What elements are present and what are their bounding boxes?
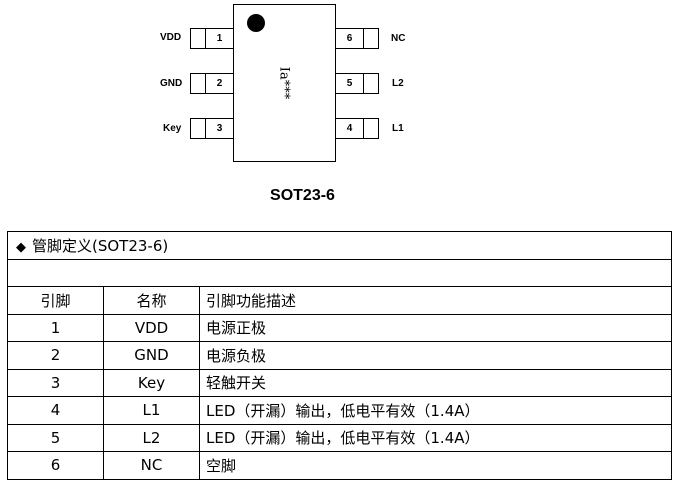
pin-definition-table: ◆ 管脚定义(SOT23-6) 引脚 名称 引脚功能描述 1 VDD 电源正极 2… — [7, 231, 672, 480]
cell-desc: 轻触开关 — [199, 368, 672, 397]
cell-pin: 6 — [7, 451, 104, 480]
pin-number: 5 — [346, 78, 353, 89]
table-row: 4 L1 LED（开漏）输出，低电平有效（1.4A） — [7, 396, 672, 425]
pin-label-l2: L2 — [392, 78, 404, 89]
pin-number: 6 — [346, 33, 353, 44]
blank-cell — [7, 258, 672, 287]
pin1-indicator-dot — [247, 14, 265, 32]
pin-5: 5 — [335, 73, 379, 94]
pin-number: 3 — [216, 123, 223, 134]
cell-pin: 1 — [7, 313, 104, 342]
cell-desc: LED（开漏）输出，低电平有效（1.4A） — [199, 396, 672, 425]
table-title-row: ◆ 管脚定义(SOT23-6) — [7, 231, 672, 260]
pin-3: 3 — [190, 118, 234, 139]
pin-1: 1 — [190, 28, 234, 49]
section-title-text: 管脚定义(SOT23-6) — [32, 236, 169, 255]
blank-row — [7, 258, 672, 287]
table-row: 1 VDD 电源正极 — [7, 313, 672, 342]
cell-pin: 5 — [7, 423, 104, 452]
cell-desc: 电源正极 — [199, 313, 672, 342]
table-row: 5 L2 LED（开漏）输出，低电平有效（1.4A） — [7, 423, 672, 452]
pin-label-l1: L1 — [392, 123, 404, 134]
header-row: 引脚 名称 引脚功能描述 — [7, 286, 672, 315]
cell-pin: 2 — [7, 341, 104, 370]
diamond-bullet-icon: ◆ — [16, 239, 26, 255]
cell-desc: LED（开漏）输出，低电平有效（1.4A） — [199, 423, 672, 452]
chip-marking: Ia*** — [276, 66, 292, 100]
chip-body: Ia*** — [233, 4, 336, 162]
cell-pin: 4 — [7, 396, 104, 425]
pin-label-nc: NC — [391, 33, 406, 44]
pin-label-key: Key — [163, 123, 182, 134]
cell-name: VDD — [103, 313, 200, 342]
pin-number: 4 — [346, 123, 353, 134]
pin-label-gnd: GND — [160, 78, 183, 89]
pin-label-vdd: VDD — [160, 32, 182, 43]
cell-name: NC — [103, 451, 200, 480]
pin-number: 2 — [216, 78, 223, 89]
pin-number: 1 — [216, 33, 223, 44]
cell-name: L1 — [103, 396, 200, 425]
cell-desc: 空脚 — [199, 451, 672, 480]
table-row: 3 Key 轻触开关 — [7, 368, 672, 397]
cell-pin: 3 — [7, 368, 104, 397]
table-row: 6 NC 空脚 — [7, 451, 672, 480]
table-row: 2 GND 电源负极 — [7, 341, 672, 370]
package-title: SOT23-6 — [270, 187, 335, 204]
cell-desc: 电源负极 — [199, 341, 672, 370]
cell-name: Key — [103, 368, 200, 397]
table-title: ◆ 管脚定义(SOT23-6) — [7, 231, 672, 260]
header-pin: 引脚 — [7, 286, 104, 315]
cell-name: L2 — [103, 423, 200, 452]
header-name: 名称 — [103, 286, 200, 315]
header-desc: 引脚功能描述 — [199, 286, 672, 315]
pin-2: 2 — [190, 73, 234, 94]
pin-6: 6 — [335, 28, 379, 49]
cell-name: GND — [103, 341, 200, 370]
pin-4: 4 — [335, 118, 379, 139]
